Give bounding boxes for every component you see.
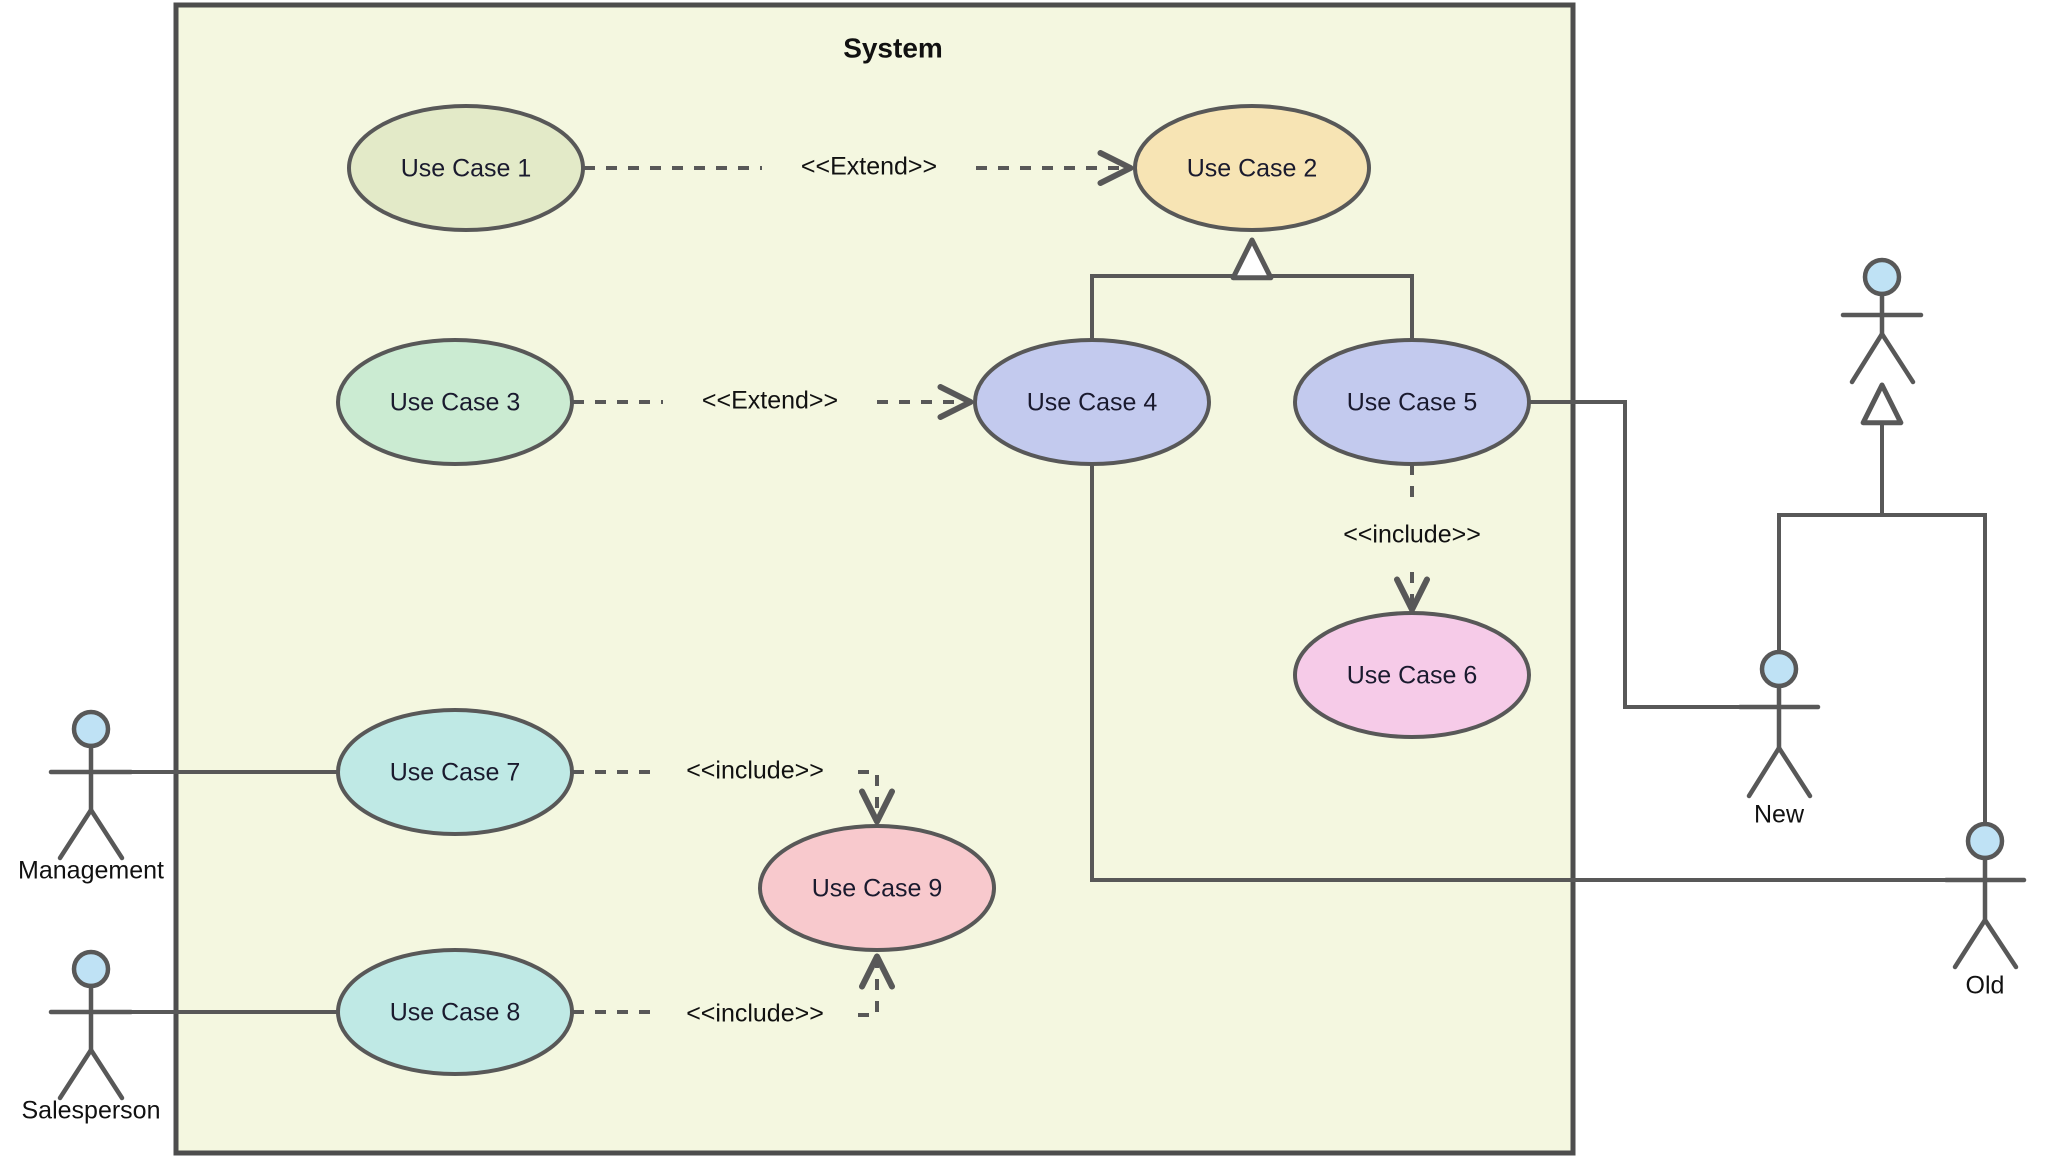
use-case-node-uc1[interactable]: Use Case 1 bbox=[347, 104, 585, 232]
actor-head-icon bbox=[71, 949, 111, 989]
rel-uc8-uc9-line-b[interactable] bbox=[858, 953, 895, 1017]
use-case-node-uc6[interactable]: Use Case 6 bbox=[1293, 611, 1531, 739]
actor-salesperson[interactable]: Salesperson bbox=[22, 949, 161, 1125]
use-case-node-uc7[interactable]: Use Case 7 bbox=[336, 708, 574, 836]
rel-uc4-old-line[interactable] bbox=[1090, 464, 1973, 882]
actor-head-icon bbox=[1862, 257, 1902, 297]
dependency-lines bbox=[573, 150, 1430, 1017]
use-case-ellipse-uc1[interactable] bbox=[347, 104, 585, 232]
use-case-ellipse-uc9[interactable] bbox=[758, 824, 996, 952]
use-case-label-uc3: Use Case 3 bbox=[390, 389, 521, 417]
use-case-label-uc6: Use Case 6 bbox=[1347, 662, 1478, 690]
actor-head-icon bbox=[1759, 649, 1799, 689]
actor-new[interactable]: New bbox=[1737, 649, 1821, 829]
actor-generalized[interactable] bbox=[1840, 257, 1924, 385]
actor-legs-icon bbox=[1952, 917, 2019, 970]
use-case-ellipse-uc8[interactable] bbox=[336, 948, 574, 1076]
rel-uc8-uc9-label: <<include>> bbox=[686, 1000, 824, 1028]
use-case-node-uc4[interactable]: Use Case 4 bbox=[973, 338, 1211, 466]
system-title: System bbox=[843, 32, 943, 63]
use-case-ellipse-uc4[interactable] bbox=[973, 338, 1211, 466]
actor-head-icon bbox=[71, 709, 111, 749]
rel-uc3-uc4-label: <<Extend>> bbox=[702, 387, 838, 415]
rel-uc1-uc2-label: <<Extend>> bbox=[801, 153, 937, 181]
use-case-label-uc4: Use Case 4 bbox=[1027, 389, 1158, 417]
use-case-label-uc5: Use Case 5 bbox=[1347, 389, 1478, 417]
use-case-ellipse-uc7[interactable] bbox=[336, 708, 574, 836]
use-case-label-uc1: Use Case 1 bbox=[401, 155, 532, 183]
actor-legs-icon bbox=[57, 1047, 125, 1101]
actor-legs-icon bbox=[57, 807, 125, 861]
actor-label-new: New bbox=[1754, 801, 1805, 829]
actor-management[interactable]: Management bbox=[18, 709, 164, 885]
actor-label-management: Management bbox=[18, 857, 164, 885]
actor-head-icon bbox=[1965, 821, 2005, 861]
use-case-ellipse-uc5[interactable] bbox=[1293, 338, 1531, 466]
actor-label-old: Old bbox=[1966, 972, 2005, 1000]
rel-uc5-new-line[interactable] bbox=[1529, 400, 1790, 709]
use-case-node-uc5[interactable]: Use Case 5 bbox=[1293, 338, 1531, 466]
use-case-label-uc9: Use Case 9 bbox=[812, 875, 943, 903]
relationship-lines bbox=[116, 237, 1987, 1014]
actor-label-salesperson: Salesperson bbox=[22, 1097, 161, 1125]
use-case-node-uc9[interactable]: Use Case 9 bbox=[758, 824, 996, 952]
actor-legs-icon bbox=[1849, 331, 1916, 385]
actor-legs-icon bbox=[1746, 745, 1813, 799]
use-case-ellipse-uc6[interactable] bbox=[1293, 611, 1531, 739]
relationship-labels: <<Extend>> <<Extend>> <<include>> <<incl… bbox=[686, 153, 1481, 1028]
use-case-label-uc8: Use Case 8 bbox=[390, 999, 521, 1027]
use-case-label-uc7: Use Case 7 bbox=[390, 759, 521, 787]
use-case-ellipse-uc3[interactable] bbox=[336, 338, 574, 466]
use-case-nodes: Use Case 1 Use Case 2 Use Case 3 Use Cas… bbox=[336, 104, 1531, 1076]
actor-nodes: Management Salesperson New Old bbox=[18, 257, 2027, 1125]
use-case-node-uc8[interactable]: Use Case 8 bbox=[336, 948, 574, 1076]
rel-uc7-uc9-line-b[interactable] bbox=[858, 770, 895, 825]
use-case-node-uc2[interactable]: Use Case 2 bbox=[1133, 104, 1371, 232]
use-case-label-uc2: Use Case 2 bbox=[1187, 155, 1318, 183]
use-case-node-uc3[interactable]: Use Case 3 bbox=[336, 338, 574, 466]
use-case-ellipse-uc2[interactable] bbox=[1133, 104, 1371, 232]
rel-uc5-uc6-label: <<include>> bbox=[1343, 521, 1481, 549]
actor-old[interactable]: Old bbox=[1943, 821, 2027, 1000]
rel-uc7-uc9-label: <<include>> bbox=[686, 757, 824, 785]
rel-actors-tree-line[interactable] bbox=[1777, 513, 1987, 828]
